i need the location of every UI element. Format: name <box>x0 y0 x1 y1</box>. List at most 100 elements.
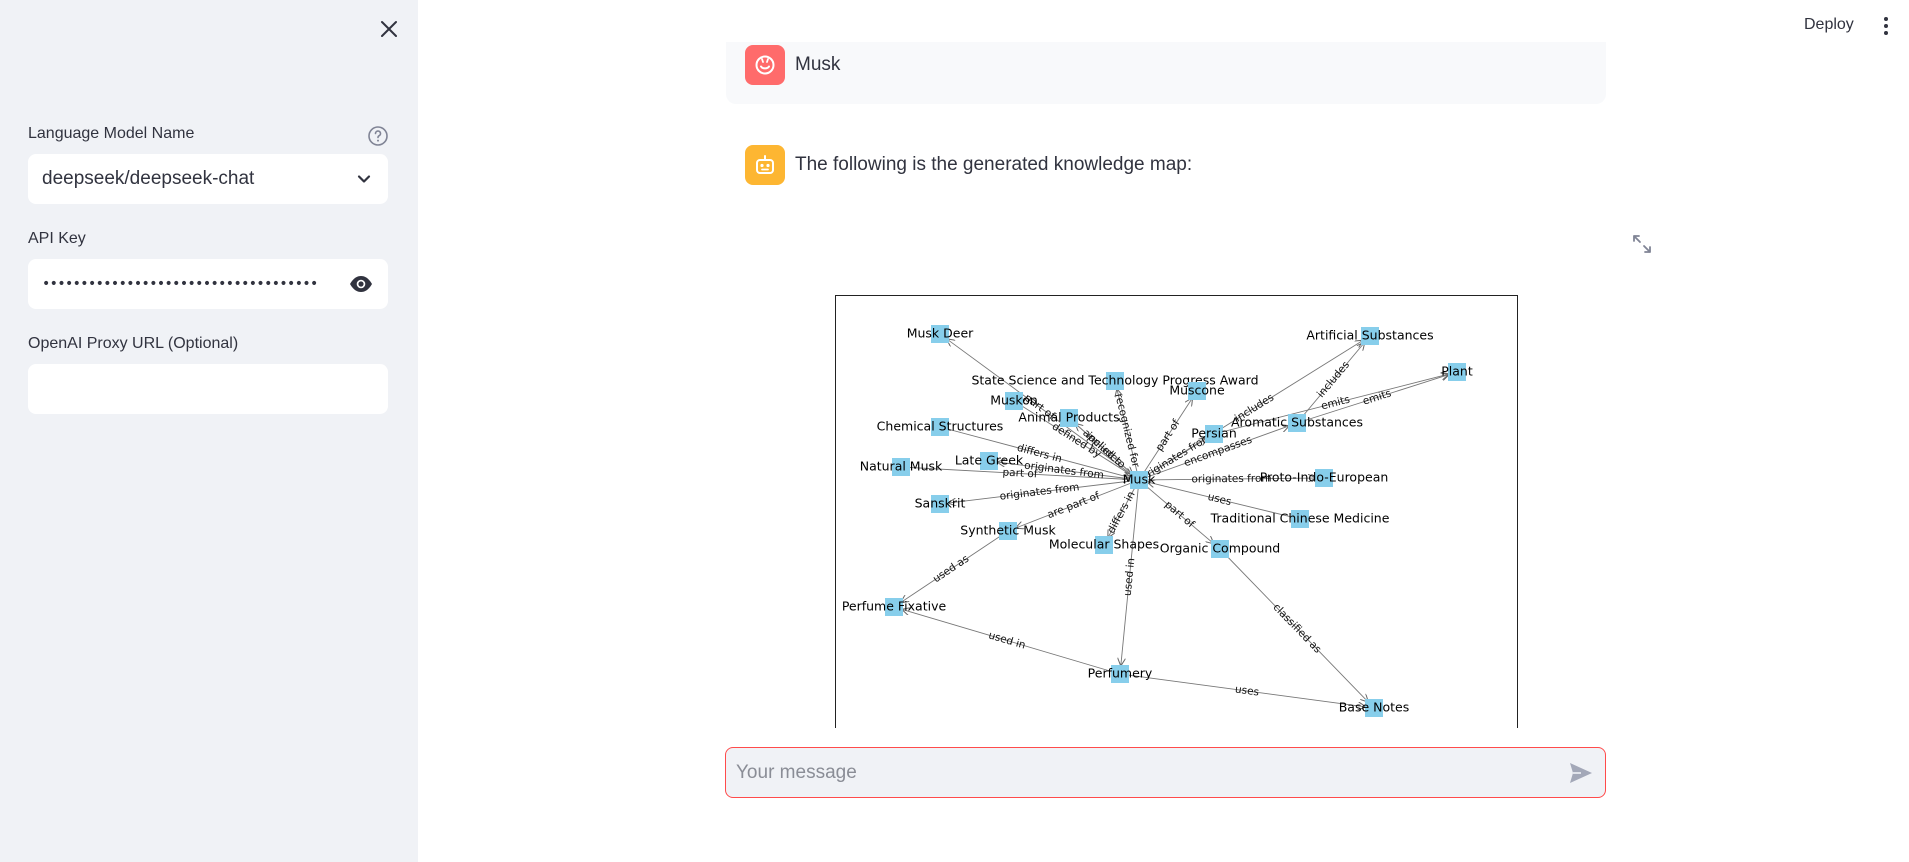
robot-icon <box>756 155 774 174</box>
graph-edge <box>1296 375 1448 424</box>
model-name-value: deepseek/deepseek-chat <box>42 168 255 189</box>
graph-node <box>1205 425 1223 443</box>
menu-dot <box>1884 17 1888 21</box>
chat-message-input[interactable] <box>736 761 1567 784</box>
close-sidebar-button[interactable] <box>376 16 402 42</box>
edge-label: part of <box>1002 467 1038 481</box>
node-label: Synthetic Musk <box>960 523 1056 538</box>
graph-edge <box>1013 400 1131 475</box>
model-name-label: Language Model Name <box>28 125 195 142</box>
node-label: Proto-Indo-European <box>1260 470 1389 485</box>
edge-label: used in <box>987 629 1027 651</box>
model-name-select[interactable]: deepseek/deepseek-chat <box>28 154 388 204</box>
graph-node <box>1315 469 1333 487</box>
edge-label: used as <box>931 553 971 585</box>
graph-node <box>1095 536 1113 554</box>
graph-node <box>1005 392 1023 410</box>
graph-node <box>1060 409 1078 427</box>
graph-node <box>931 495 949 513</box>
graph-edge <box>1138 479 1213 543</box>
graph-edge <box>939 426 1130 478</box>
edge-label: classified as <box>1270 601 1323 655</box>
graph-node <box>1211 540 1229 558</box>
graph-edge <box>1121 479 1140 665</box>
graph-edge <box>1138 478 1315 480</box>
api-key-field[interactable]: •••••••••••••••••••••••••••••••••••• <box>28 259 388 309</box>
node-label: Animal Products <box>1018 410 1119 425</box>
edge-label: part of <box>1162 499 1197 531</box>
chat-input-box[interactable] <box>725 747 1606 798</box>
chevron-down-icon <box>357 175 371 183</box>
eye-icon[interactable] <box>348 271 374 297</box>
graph-node <box>892 458 910 476</box>
user-avatar <box>745 45 785 85</box>
graph-node <box>1448 363 1466 381</box>
node-label: Late Greek <box>955 453 1024 468</box>
main-menu-icon[interactable] <box>1880 14 1892 38</box>
graph-edge <box>1138 399 1192 481</box>
node-label: Plant <box>1441 364 1473 379</box>
edge-label: uses <box>1234 683 1259 698</box>
edge-label: used in <box>1122 557 1138 596</box>
assistant-avatar <box>745 145 785 185</box>
node-label: Molecular Shapes <box>1049 537 1159 552</box>
graph-node <box>885 598 903 616</box>
node-label: Natural Musk <box>860 459 943 474</box>
edge-label: uses <box>1206 491 1232 508</box>
edge-label: emits <box>1361 387 1392 407</box>
node-label: Chemical Structures <box>877 419 1004 434</box>
node-label: Traditional Chinese Medicine <box>1210 511 1390 526</box>
node-label: Musk Deer <box>907 326 974 341</box>
graph-node <box>999 522 1017 540</box>
fullscreen-icon[interactable] <box>1630 232 1654 256</box>
menu-dot <box>1884 31 1888 35</box>
graph-node <box>1106 372 1124 390</box>
edge-label: differs in <box>1105 489 1137 535</box>
graph-edge <box>1219 548 1368 702</box>
user-message-text: Musk <box>795 54 841 75</box>
edge-label: originates from <box>999 481 1080 503</box>
proxy-url-field[interactable] <box>28 364 388 414</box>
send-icon[interactable] <box>1567 759 1595 787</box>
graph-node <box>1130 471 1148 489</box>
node-label: Aromatic Substances <box>1231 415 1363 430</box>
graph-node <box>1188 382 1206 400</box>
sidebar: Language Model Name deepseek/deepseek-ch… <box>0 0 418 862</box>
node-label: Artificial Substances <box>1306 328 1433 343</box>
graph-edge <box>901 530 1009 602</box>
graph-node <box>1361 327 1379 345</box>
graph-node <box>1111 665 1129 683</box>
graph-node <box>1288 414 1306 432</box>
graph-edge <box>900 466 1130 480</box>
graph-edge <box>1108 479 1140 537</box>
node-label: Muscone <box>1169 383 1225 398</box>
close-icon <box>381 21 397 37</box>
edge-label: originates from <box>1191 473 1271 486</box>
node-label: Perfumery <box>1088 666 1153 681</box>
help-icon[interactable] <box>366 124 390 148</box>
node-label: Persian <box>1191 426 1237 441</box>
graph-edge <box>1148 482 1301 520</box>
graph-edge <box>903 610 1121 675</box>
smile-icon <box>755 55 775 75</box>
deploy-button[interactable]: Deploy <box>1804 16 1854 33</box>
graph-node <box>980 452 998 470</box>
graph-node <box>931 325 949 343</box>
node-label: Muskon <box>990 393 1038 408</box>
graph-node <box>1365 699 1383 717</box>
graph-edge <box>1117 390 1140 481</box>
plot-frame <box>835 295 1518 728</box>
graph-node <box>931 418 949 436</box>
node-label: Base Notes <box>1339 700 1410 715</box>
menu-dot <box>1884 24 1888 28</box>
graph-edge <box>1138 439 1206 481</box>
api-key-value: •••••••••••••••••••••••••••••••••••• <box>42 276 318 292</box>
node-label: Sanskrit <box>915 496 966 511</box>
graph-edge <box>1119 673 1365 707</box>
node-label: Musk <box>1123 472 1156 487</box>
graph-edge <box>1076 424 1140 481</box>
graph-edge <box>1016 479 1140 528</box>
node-label: Perfume Fixative <box>842 599 947 614</box>
